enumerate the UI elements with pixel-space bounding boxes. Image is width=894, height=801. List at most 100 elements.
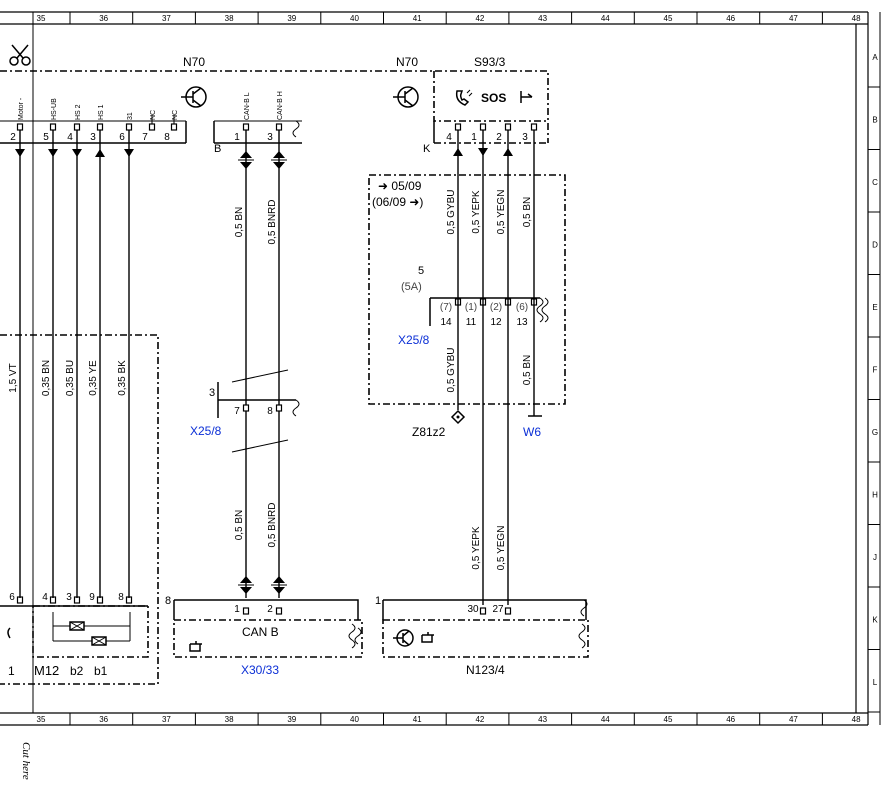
- wire-label: 0,35 BN: [41, 360, 52, 396]
- transistor-icon: [393, 86, 419, 108]
- pin-number: 12: [490, 317, 502, 328]
- pin-label: NC: [150, 110, 157, 120]
- column-number: 46: [726, 14, 735, 23]
- connector-b-label: B: [214, 143, 221, 155]
- wavy-break: [292, 120, 300, 138]
- column-number: 38: [225, 715, 234, 724]
- column-number: 45: [664, 715, 673, 724]
- pin-number: 30: [467, 604, 479, 615]
- pin-terminal: [479, 607, 487, 615]
- pin-number: 2: [10, 132, 16, 143]
- pin-label: CAN-B L: [244, 92, 251, 120]
- x25-left-connector: [217, 369, 300, 453]
- can-b-label: CAN B: [242, 625, 279, 639]
- pin-number: (2): [490, 302, 502, 313]
- pin-number: 1: [471, 132, 477, 143]
- row-letter: G: [872, 428, 878, 437]
- pin-terminal: [73, 123, 81, 131]
- pin-number: 1: [234, 604, 240, 615]
- pin-number: 14: [440, 317, 452, 328]
- pin-number: 4: [42, 592, 48, 603]
- x25-right-alt-number: (5A): [401, 281, 422, 293]
- row-letter: E: [872, 303, 877, 312]
- pin-terminal: [504, 123, 512, 131]
- column-number: 41: [413, 715, 422, 724]
- wire-label: 0,5 YEGN: [496, 526, 507, 571]
- pin-terminal: [49, 123, 57, 131]
- pin-label: CAN-B H: [277, 91, 284, 120]
- row-letter: F: [873, 366, 878, 375]
- x30-number: 8: [165, 595, 171, 607]
- sheet-frame: [0, 11, 869, 726]
- pin-number: 8: [164, 132, 170, 143]
- wire-label: 0,5 YEPK: [471, 190, 482, 234]
- column-number: 36: [99, 14, 108, 23]
- pin-terminal: [275, 123, 283, 131]
- x25-right-number: 5: [418, 265, 424, 277]
- pin-number: (6): [516, 302, 528, 313]
- column-number: 45: [664, 14, 673, 23]
- pin-label: NC: [172, 110, 179, 120]
- pin-label: 31: [127, 112, 134, 120]
- n123-number: 1: [375, 595, 381, 607]
- n70-module: [0, 70, 549, 144]
- pin-number: (7): [440, 302, 452, 313]
- column-number: 44: [601, 715, 610, 724]
- connector-k-label: K: [423, 143, 431, 155]
- column-number: 37: [162, 14, 171, 23]
- pin-number: 5: [43, 132, 49, 143]
- bidirectional-arrow-icon: [240, 576, 252, 594]
- transistor-icon: [181, 86, 207, 108]
- hand-pointer-icon: [189, 641, 202, 652]
- x25-left-label: X25/8: [190, 424, 222, 438]
- wire-label: 0,5 BNRD: [267, 502, 278, 547]
- pin-terminal: [242, 607, 250, 615]
- wire-label: 0,5 BN: [522, 355, 533, 386]
- bidirectional-arrow-icon: [273, 576, 285, 594]
- column-number: 35: [37, 715, 46, 724]
- date-from-label: ➜ 05/09: [378, 179, 422, 193]
- pin-terminal: [479, 123, 487, 131]
- pin-number: 11: [466, 317, 477, 328]
- pin-number: 2: [496, 132, 502, 143]
- pin-number: 2: [267, 604, 273, 615]
- column-number: 42: [475, 715, 484, 724]
- w6-label: W6: [523, 425, 541, 439]
- column-number: 47: [789, 14, 798, 23]
- z81-label: Z81z2: [412, 425, 446, 439]
- pin-number: 13: [516, 317, 528, 328]
- column-number: 38: [225, 14, 234, 23]
- pin-terminal: [125, 123, 133, 131]
- column-number: 36: [99, 715, 108, 724]
- pin-label: HS 2: [75, 104, 82, 120]
- pin-number: 6: [9, 592, 15, 603]
- pin-number: 3: [522, 132, 528, 143]
- pin-terminal: [242, 404, 250, 412]
- wire-label: 0,5 YEPK: [471, 526, 482, 570]
- pin-terminal: [275, 607, 283, 615]
- column-number: 39: [287, 14, 296, 23]
- row-letter: D: [872, 241, 878, 250]
- date-from-value: 05/09: [391, 179, 421, 193]
- row-letter: K: [872, 616, 878, 625]
- x30-connector: [173, 599, 363, 658]
- date-to-value: (06/09: [372, 195, 406, 209]
- column-number: 35: [37, 14, 46, 23]
- pin-number: 4: [67, 132, 73, 143]
- pin-number: 8: [118, 592, 124, 603]
- m12-box: [0, 334, 159, 685]
- bidirectional-arrow-icon: [240, 151, 252, 169]
- pin-number: 1: [234, 132, 240, 143]
- x25-left-number: 3: [209, 387, 215, 399]
- wire-label: 0,35 YE: [88, 360, 99, 396]
- wire-label: 0,5 GYBU: [446, 347, 457, 392]
- date-to-arrow: ➜): [406, 195, 423, 209]
